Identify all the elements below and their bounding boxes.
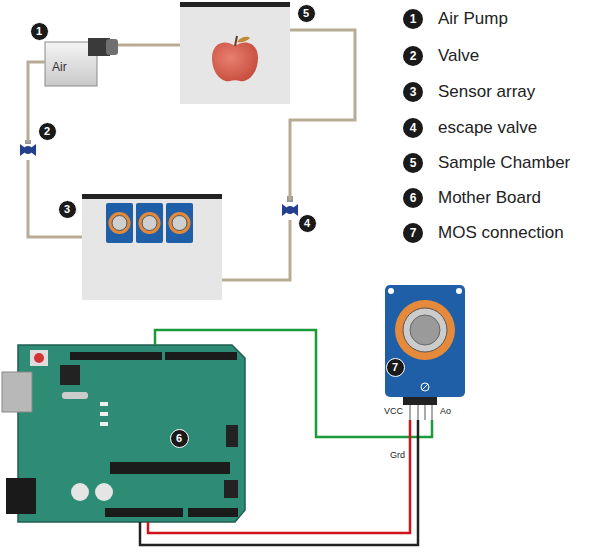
arduino-board bbox=[95, 483, 113, 501]
mos-sensor-board bbox=[456, 288, 462, 294]
callout-number: 6 bbox=[403, 188, 423, 208]
callout-number: 4 bbox=[403, 118, 423, 138]
mos-sensor: 7 bbox=[385, 285, 465, 420]
mother-board: 6 bbox=[18, 345, 245, 522]
arduino-board bbox=[18, 345, 245, 522]
air-tube bbox=[28, 160, 82, 237]
mos-sensor-board bbox=[385, 285, 465, 397]
sensor-module bbox=[166, 203, 193, 243]
legend-text: Mother Board bbox=[438, 188, 541, 208]
valve-symbol bbox=[20, 144, 36, 156]
escape-valve: 4 bbox=[282, 200, 298, 220]
escape-valve-symbol bbox=[286, 206, 294, 214]
arduino-board bbox=[105, 508, 183, 517]
legend-text: Valve bbox=[438, 46, 479, 66]
callout-number: 1 bbox=[30, 22, 49, 41]
callout-number: 3 bbox=[403, 82, 423, 102]
air-tube bbox=[290, 30, 355, 200]
callout-number: 2 bbox=[38, 122, 57, 141]
arduino-board bbox=[100, 422, 108, 426]
escape-valve-symbol bbox=[282, 204, 298, 216]
arduino-board bbox=[110, 462, 230, 474]
valve-symbol bbox=[20, 140, 36, 156]
callout-number: 1 bbox=[403, 9, 423, 29]
sample-chamber: 5 bbox=[180, 2, 290, 104]
callout-number: 7 bbox=[386, 358, 405, 377]
apple bbox=[235, 36, 237, 46]
arduino-board bbox=[188, 508, 238, 517]
sensor-module bbox=[139, 212, 161, 234]
valve: 2 bbox=[20, 142, 36, 160]
arduino-board bbox=[226, 425, 238, 447]
mos-sensor-board bbox=[410, 405, 432, 420]
arduino-board bbox=[34, 353, 44, 363]
apple bbox=[237, 37, 250, 43]
air-tube bbox=[222, 220, 290, 280]
part-label: Air bbox=[52, 60, 67, 74]
sensor-module bbox=[109, 212, 131, 234]
signal-wire bbox=[155, 330, 432, 437]
air-pump bbox=[106, 39, 118, 55]
sensor-module bbox=[169, 212, 191, 234]
mos-sensor-board bbox=[395, 300, 455, 360]
sample-chamber bbox=[180, 2, 290, 104]
sensor-chamber: 3 bbox=[82, 194, 222, 300]
arduino-board bbox=[100, 412, 108, 416]
sensor-module bbox=[136, 203, 163, 243]
valve-symbol bbox=[24, 146, 32, 154]
mos-sensor-board bbox=[403, 308, 447, 352]
legend-text: Sample Chamber bbox=[438, 153, 570, 173]
arduino-board bbox=[2, 345, 245, 522]
sensor-module bbox=[142, 216, 157, 231]
apple bbox=[212, 42, 258, 81]
arduino-board bbox=[62, 392, 88, 399]
power-wire bbox=[148, 420, 410, 533]
callout-number: 5 bbox=[403, 153, 423, 173]
arduino-board bbox=[100, 402, 108, 406]
arduino-board bbox=[6, 478, 36, 514]
legend-text: escape valve bbox=[438, 118, 537, 138]
arduino-board bbox=[30, 350, 48, 366]
legend-text: MOS connection bbox=[438, 223, 564, 243]
sensor-chamber bbox=[82, 194, 222, 199]
air-pump bbox=[45, 38, 118, 86]
sensor-module bbox=[106, 203, 193, 243]
air-pump: 1Air bbox=[45, 38, 118, 86]
apple bbox=[212, 36, 258, 81]
arduino-board bbox=[70, 352, 162, 360]
mos-sensor-board bbox=[403, 397, 437, 405]
sensor-module bbox=[112, 216, 127, 231]
legend-text: Sensor array bbox=[438, 82, 535, 102]
pin-name: Ao bbox=[440, 406, 451, 417]
sample-chamber bbox=[180, 2, 290, 7]
mos-sensor-board bbox=[385, 285, 465, 420]
arduino-board bbox=[60, 365, 80, 385]
sensor-module bbox=[106, 203, 133, 243]
arduino-board bbox=[165, 352, 237, 360]
callout-number: 5 bbox=[297, 4, 316, 23]
callout-number: 6 bbox=[170, 429, 189, 448]
sensor-chamber bbox=[82, 194, 222, 300]
mos-sensor-board bbox=[388, 288, 394, 294]
callout-number: 4 bbox=[298, 214, 317, 233]
mos-sensor-board bbox=[410, 315, 440, 345]
air-tube bbox=[118, 44, 180, 47]
callout-number: 3 bbox=[58, 200, 77, 219]
mos-sensor-board bbox=[422, 384, 428, 390]
legend-text: Air Pump bbox=[438, 9, 508, 29]
sensor-module bbox=[172, 216, 187, 231]
arduino-board bbox=[2, 372, 32, 412]
arduino-board bbox=[71, 483, 89, 501]
pin-name: Grd bbox=[390, 450, 405, 461]
callout-number: 7 bbox=[403, 223, 423, 243]
arduino-board bbox=[224, 480, 238, 498]
sensor-chamber bbox=[82, 197, 222, 300]
sample-chamber bbox=[180, 4, 290, 104]
mos-sensor-board bbox=[421, 383, 429, 391]
ground-wire bbox=[140, 420, 418, 545]
pin-name: VCC bbox=[384, 406, 403, 417]
callout-number: 2 bbox=[403, 46, 423, 66]
